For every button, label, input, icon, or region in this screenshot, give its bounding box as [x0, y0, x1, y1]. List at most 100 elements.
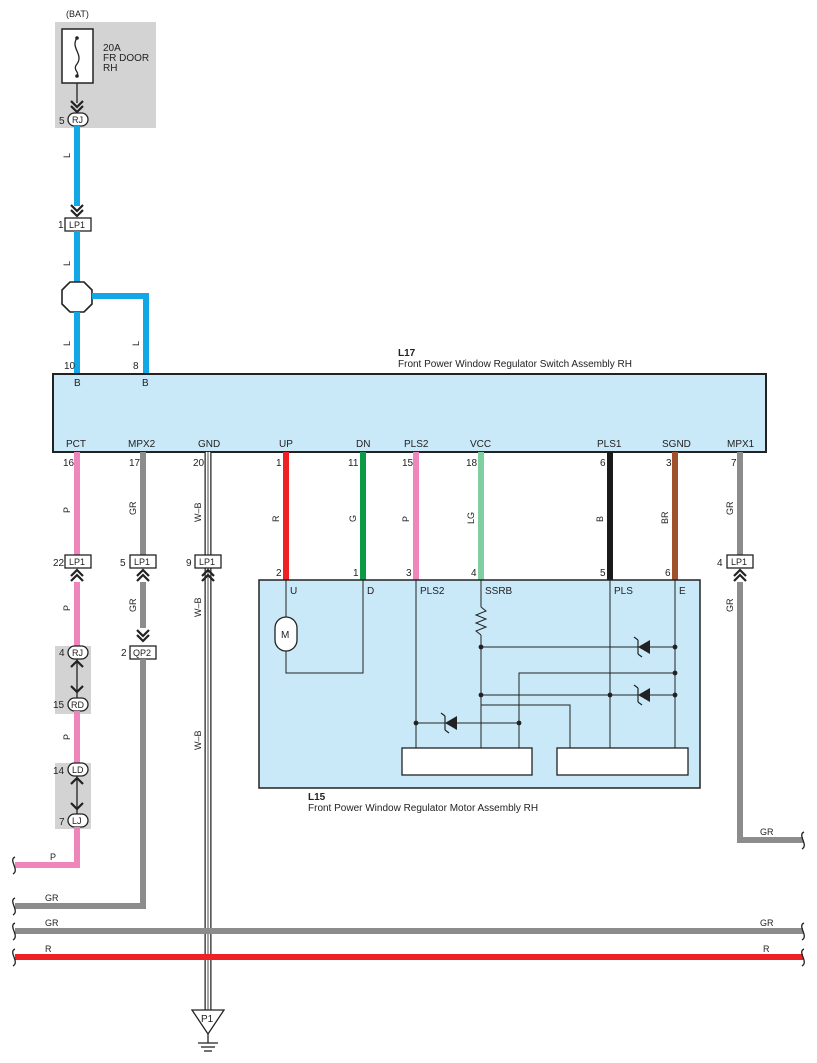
qp2-name: QP2: [133, 648, 151, 658]
chevron-up-icon: [70, 776, 84, 785]
switch-pin-name-dn: DN: [356, 439, 370, 450]
battery-label: (BAT): [66, 9, 89, 19]
switch-pin-num-3: 3: [666, 458, 672, 469]
switch-pin-name-mpx2: MPX2: [128, 439, 156, 450]
lp1-mpx2-name: LP1: [134, 557, 150, 567]
motor-pin-name-d: D: [367, 586, 374, 597]
wire-label-gr3: GR: [725, 501, 735, 515]
wire-label-l3: L: [62, 341, 72, 346]
wire-break-mpx2: [12, 897, 16, 916]
motor-pin-num-5: 5: [600, 568, 606, 579]
zener-diode-icon: [633, 684, 650, 706]
wire-label-gr4: GR: [725, 598, 735, 612]
ground-name: P1: [201, 1014, 214, 1025]
lj-left-pin: 7: [59, 817, 65, 828]
switch-pin-num-18: 18: [466, 458, 478, 469]
rd-left-name: RD: [71, 700, 84, 710]
chevron-down-icon: [70, 685, 84, 694]
chevron-down-icon: [70, 100, 84, 114]
wire-break-r-right: [801, 948, 805, 967]
switch-pin-num-11: 11: [348, 458, 359, 469]
switch-pin-name-pls1: PLS1: [597, 439, 622, 450]
resistor-icon: [474, 606, 488, 636]
wire-label-l1: L: [62, 153, 72, 158]
wire-mpx1-out: [737, 582, 803, 843]
chevron-down-icon: [70, 802, 84, 811]
lp1-gnd-name: LP1: [199, 557, 215, 567]
wire-mpx2-out: [15, 659, 146, 909]
switch-pin-num-6: 6: [600, 458, 606, 469]
wire-label-br-sgnd: BR: [660, 511, 670, 524]
wire-label-b-pls1: B: [595, 516, 605, 522]
wire-break-r-left: [12, 948, 16, 967]
junction-octagon: [61, 281, 93, 313]
wire-label-gr2: GR: [128, 598, 138, 612]
rj-left-name: RJ: [72, 648, 83, 658]
fuse-terminal-bottom: [75, 74, 79, 78]
lp1-pct-name: LP1: [69, 557, 85, 567]
motor-code: L15: [308, 792, 326, 803]
motor-name: Front Power Window Regulator Motor Assem…: [308, 803, 538, 814]
chevron-up-icon: [70, 659, 84, 668]
lp1-top-pin: 1: [58, 220, 64, 231]
motor-pin-name-pls: PLS: [614, 586, 633, 597]
wire-label-gr-bus-left: GR: [45, 918, 59, 928]
switch-pin-num-1: 1: [276, 458, 282, 469]
wire-label-lg-vcc: LG: [466, 512, 476, 524]
motor-pin-name-ssrb: SSRB: [485, 586, 513, 597]
wire-break-gr-left: [12, 922, 16, 941]
zener-diode-icon: [633, 636, 650, 658]
switch-pin-num-17: 17: [129, 458, 141, 469]
switch-top-pin-num-2: 8: [133, 361, 139, 372]
wire-break-pct: [12, 856, 16, 875]
motor-pin-name-pls2: PLS2: [420, 586, 445, 597]
wire-label-g-dn: G: [348, 515, 358, 522]
wire-label-l4: L: [131, 341, 141, 346]
lp1-mpx1-pin: 4: [717, 558, 723, 569]
ground-triangle: [190, 1009, 226, 1036]
wire-label-wb3: W–B: [193, 730, 203, 750]
switch-name: Front Power Window Regulator Switch Asse…: [398, 359, 632, 370]
wire-label-r-up: R: [271, 515, 281, 522]
switch-pin-name-sgnd: SGND: [662, 439, 691, 450]
wire-break-mpx1: [801, 831, 805, 850]
wire-label-r-bus-left: R: [45, 944, 52, 954]
switch-pin-num-7: 7: [731, 458, 737, 469]
motor-pin-num-6: 6: [665, 568, 671, 579]
switch-pin-name-pct: PCT: [66, 439, 86, 450]
qp2-pin: 2: [121, 648, 127, 659]
motor-pin-name-u: U: [290, 586, 297, 597]
rj-left-connector: [67, 645, 89, 660]
chevron-up-icon: [70, 568, 84, 582]
lp1-mpx1-connector: [726, 554, 754, 569]
lp1-top-name: LP1: [69, 220, 85, 230]
junction-dots: [413, 644, 678, 726]
rj-top-name: RJ: [72, 115, 83, 125]
wire-label-gr-mpx2-out: GR: [45, 893, 59, 903]
lp1-mpx2-pin: 5: [120, 558, 126, 569]
motor-symbol: M: [281, 630, 289, 641]
ld-left-pin: 14: [53, 766, 65, 777]
switch-pin-name-pls2: PLS2: [404, 439, 429, 450]
wire-pct-out: [15, 827, 80, 868]
ic-block-right: [556, 747, 689, 776]
switch-pin-num-16: 16: [63, 458, 75, 469]
switch-assembly-box: [52, 373, 767, 453]
rj-top-pin: 5: [59, 116, 65, 127]
wire-label-p2: P: [62, 605, 72, 611]
fuse-name-line2: RH: [103, 63, 117, 74]
fuse-name-line1: FR DOOR: [103, 53, 149, 64]
chevron-down-icon: [70, 204, 84, 218]
lp1-pct-connector: [64, 554, 92, 569]
lp1-pct-pin: 22: [53, 558, 65, 569]
chevron-up-icon: [733, 568, 747, 582]
fuse-rating: 20A: [103, 43, 121, 54]
switch-pin-name-mpx1: MPX1: [727, 439, 755, 450]
motor-pin-num-1: 1: [353, 568, 359, 579]
wire-label-p-pls2: P: [401, 516, 411, 522]
lj-left-name: LJ: [72, 816, 82, 826]
wire-label-gr1: GR: [128, 501, 138, 515]
switch-pin-name-gnd: GND: [198, 439, 220, 450]
lp1-mpx1-name: LP1: [731, 557, 747, 567]
